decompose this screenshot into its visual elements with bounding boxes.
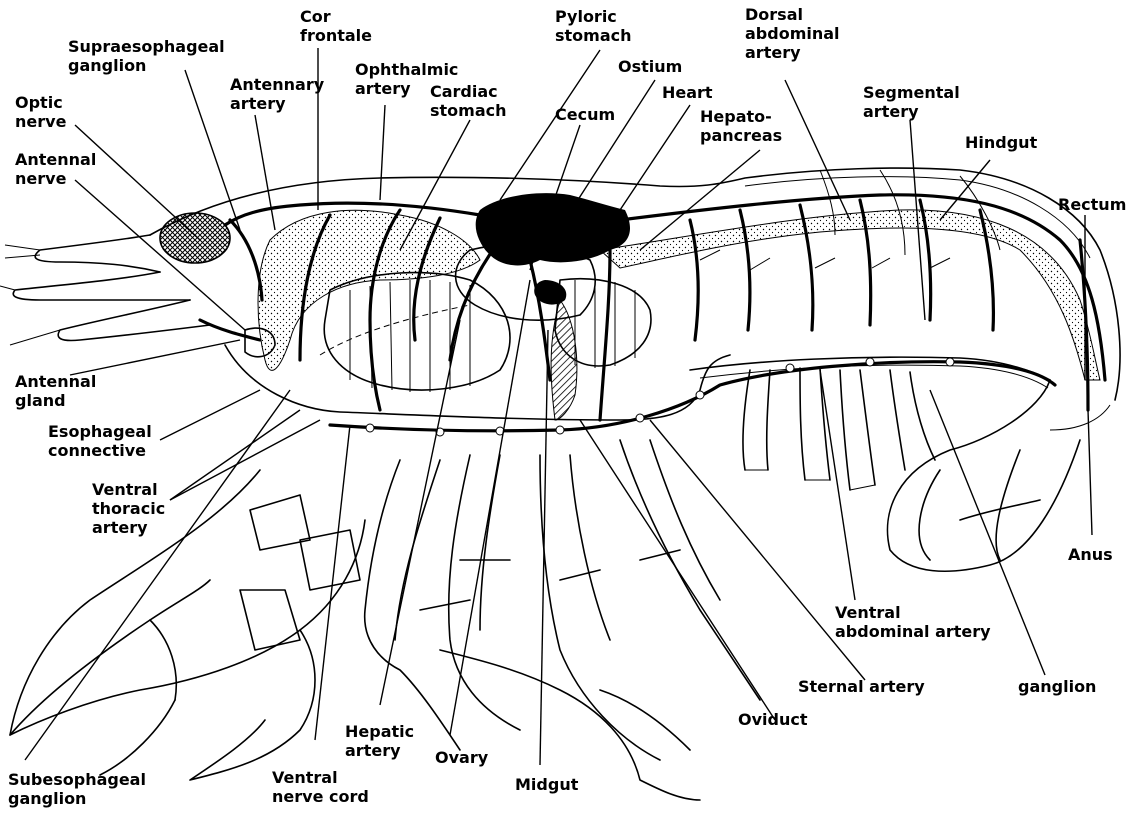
label-line: nerve xyxy=(15,169,67,188)
label-line: Hindgut xyxy=(965,133,1038,152)
sternal-artery xyxy=(600,250,610,420)
label-line: thoracic xyxy=(92,499,165,518)
label-line: Ovary xyxy=(435,748,489,767)
label-line: nerve cord xyxy=(272,787,369,806)
label-line: abdominal artery xyxy=(835,622,991,641)
label-ostium: Ostium xyxy=(618,57,682,76)
label-line: nerve xyxy=(15,112,67,131)
hindgut-stipple xyxy=(600,210,1100,380)
label-line: Antennary xyxy=(230,75,325,94)
label-line: Antennal xyxy=(15,150,96,169)
internal-organs xyxy=(160,193,1100,420)
label-sternal-artery: Sternal artery xyxy=(798,677,925,696)
label-line: artery xyxy=(230,94,286,113)
label-line: artery xyxy=(745,43,801,62)
label-line: Cecum xyxy=(555,105,615,124)
label-line: Heart xyxy=(662,83,713,102)
label-line: Ophthalmic xyxy=(355,60,458,79)
label-hepatopancreas: Hepato-pancreas xyxy=(700,107,782,145)
label-line: artery xyxy=(345,741,401,760)
stippled-organ-head xyxy=(258,210,480,370)
label-line: Ventral xyxy=(92,480,158,499)
gonad xyxy=(551,300,577,420)
label-heart: Heart xyxy=(662,83,713,102)
label-line: Hepato- xyxy=(700,107,772,126)
label-line: Oviduct xyxy=(738,710,808,729)
label-line: Sternal artery xyxy=(798,677,925,696)
compound-eye xyxy=(160,213,230,263)
label-line: Optic xyxy=(15,93,63,112)
label-line: stomach xyxy=(555,26,632,45)
label-ovary: Ovary xyxy=(435,748,489,767)
label-line: ganglion xyxy=(8,789,86,808)
label-line: ganglion xyxy=(1018,677,1096,696)
label-line: Esophageal xyxy=(48,422,152,441)
label-cecum: Cecum xyxy=(555,105,615,124)
label-line: Supraesophageal xyxy=(68,37,225,56)
label-line: connective xyxy=(48,441,146,460)
label-line: artery xyxy=(92,518,148,537)
label-rectum: Rectum xyxy=(1058,195,1126,214)
label-line: ganglion xyxy=(68,56,146,75)
label-line: stomach xyxy=(430,101,507,120)
label-line: frontale xyxy=(300,26,372,45)
label-line: Cor xyxy=(300,7,331,26)
label-line: Cardiac xyxy=(430,82,498,101)
label-line: gland xyxy=(15,391,66,410)
label-line: Midgut xyxy=(515,775,579,794)
label-ganglion: ganglion xyxy=(1018,677,1096,696)
label-line: Subesophageal xyxy=(8,770,146,789)
label-line: artery xyxy=(355,79,411,98)
label-line: artery xyxy=(863,102,919,121)
label-line: Ostium xyxy=(618,57,682,76)
label-line: Hepatic xyxy=(345,722,414,741)
label-line: Pyloric xyxy=(555,7,617,26)
label-oviduct: Oviduct xyxy=(738,710,808,729)
label-line: Dorsal xyxy=(745,5,803,24)
label-line: Ventral xyxy=(835,603,901,622)
label-line: Antennal xyxy=(15,372,96,391)
label-hindgut: Hindgut xyxy=(965,133,1038,152)
label-line: Ventral xyxy=(272,768,338,787)
label-anus: Anus xyxy=(1068,545,1113,564)
label-line: Anus xyxy=(1068,545,1113,564)
label-line: abdominal xyxy=(745,24,840,43)
label-line: Rectum xyxy=(1058,195,1126,214)
label-line: Segmental xyxy=(863,83,960,102)
label-line: pancreas xyxy=(700,126,782,145)
label-midgut: Midgut xyxy=(515,775,579,794)
